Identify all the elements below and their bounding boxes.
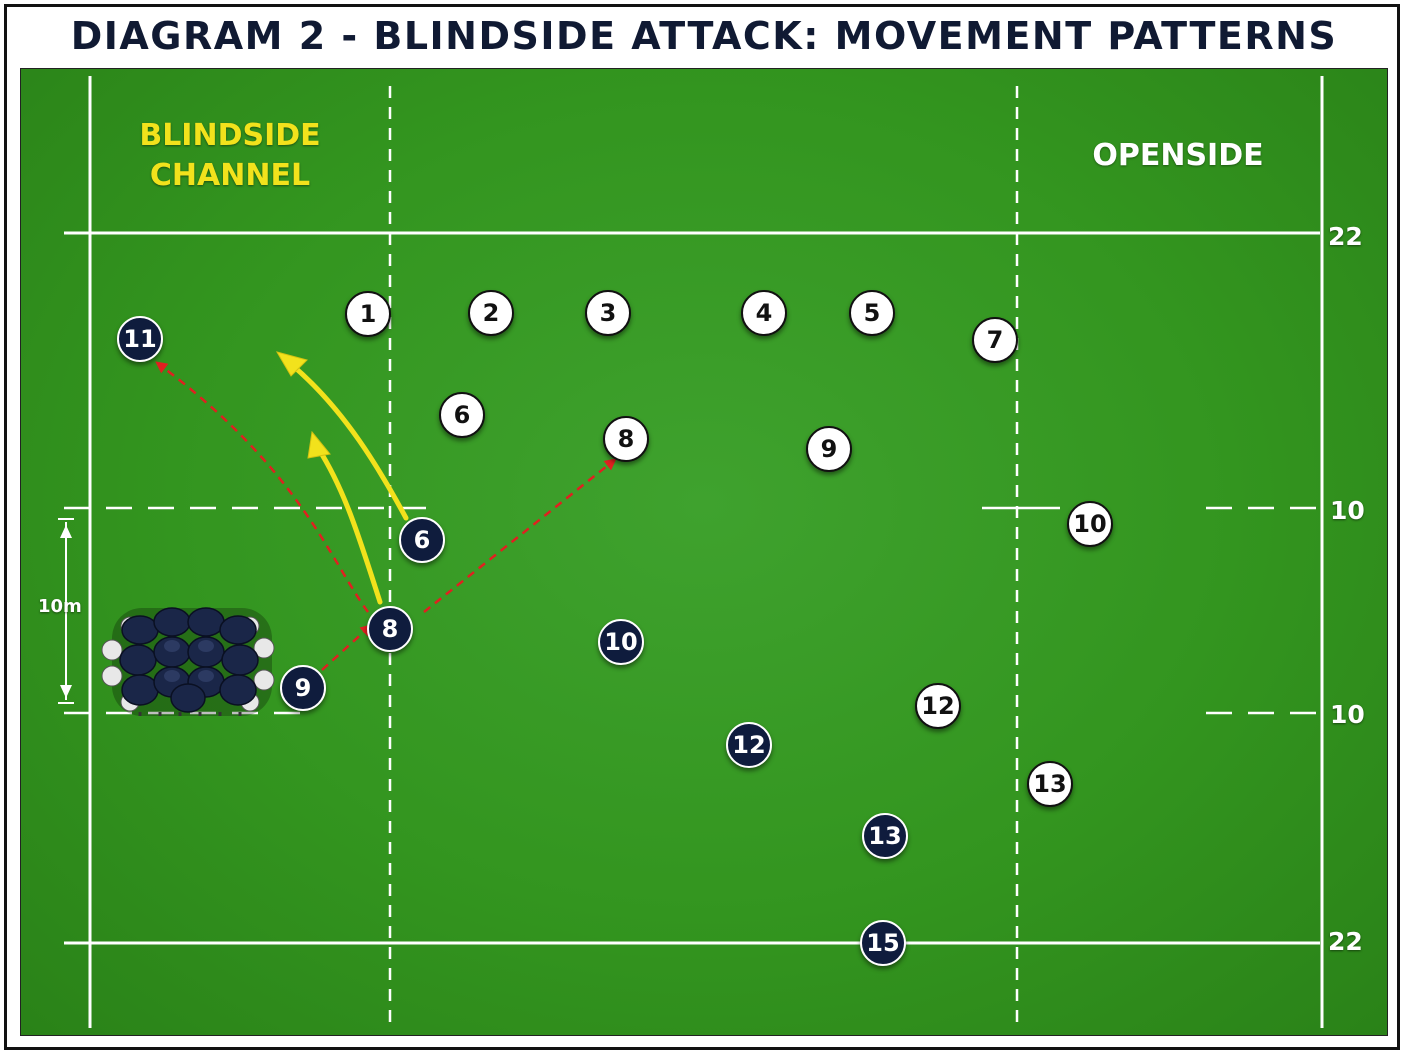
defender-12: 12 [915,683,961,729]
defender-2: 2 [468,290,514,336]
marker-22-top: 22 [1328,222,1363,251]
defender-4: 4 [741,290,787,336]
attacker-10: 10 [598,619,644,665]
defender-9: 9 [806,426,852,472]
marker-22-bottom: 22 [1328,927,1363,956]
defender-6: 6 [439,392,485,438]
diagram-title: DIAGRAM 2 - BLINDSIDE ATTACK: MOVEMENT P… [70,14,1338,58]
defender-10: 10 [1067,501,1113,547]
support-run-6 [289,362,409,521]
blindside-channel-label: BLINDSIDE CHANNEL [130,116,330,196]
blindside-label-line-2: CHANNEL [149,158,311,193]
attacker-9: 9 [280,665,326,711]
defender-5: 5 [849,290,895,336]
rugby-pitch [20,68,1388,1036]
attacker-6: 6 [399,517,445,563]
scrum-gap-label: 10m [38,596,82,617]
support-run-8-arrowhead [307,430,331,459]
support-run-8 [315,445,383,605]
ten-metre-dimension [58,518,74,704]
attacker-8: 8 [367,606,413,652]
attacker-13: 13 [862,813,908,859]
defender-13: 13 [1027,761,1073,807]
pass-9-to-8 [321,623,373,671]
attacker-11: 11 [117,316,163,362]
marker-10-lower: 10 [1330,700,1365,729]
scrum-pack [101,607,275,716]
attacker-15: 15 [860,920,906,966]
pass-8-to-def8 [423,458,617,613]
blindside-label-line-1: BLINDSIDE [139,118,321,153]
pass-8-to-11 [155,361,370,613]
defender-3: 3 [585,290,631,336]
defender-8: 8 [603,416,649,462]
defender-1: 1 [345,291,391,337]
attacker-12: 12 [726,722,772,768]
openside-label: OPENSIDE [1092,138,1264,173]
defender-7: 7 [972,317,1018,363]
support-run-6-arrowhead [275,351,308,377]
marker-10-upper: 10 [1330,496,1365,525]
